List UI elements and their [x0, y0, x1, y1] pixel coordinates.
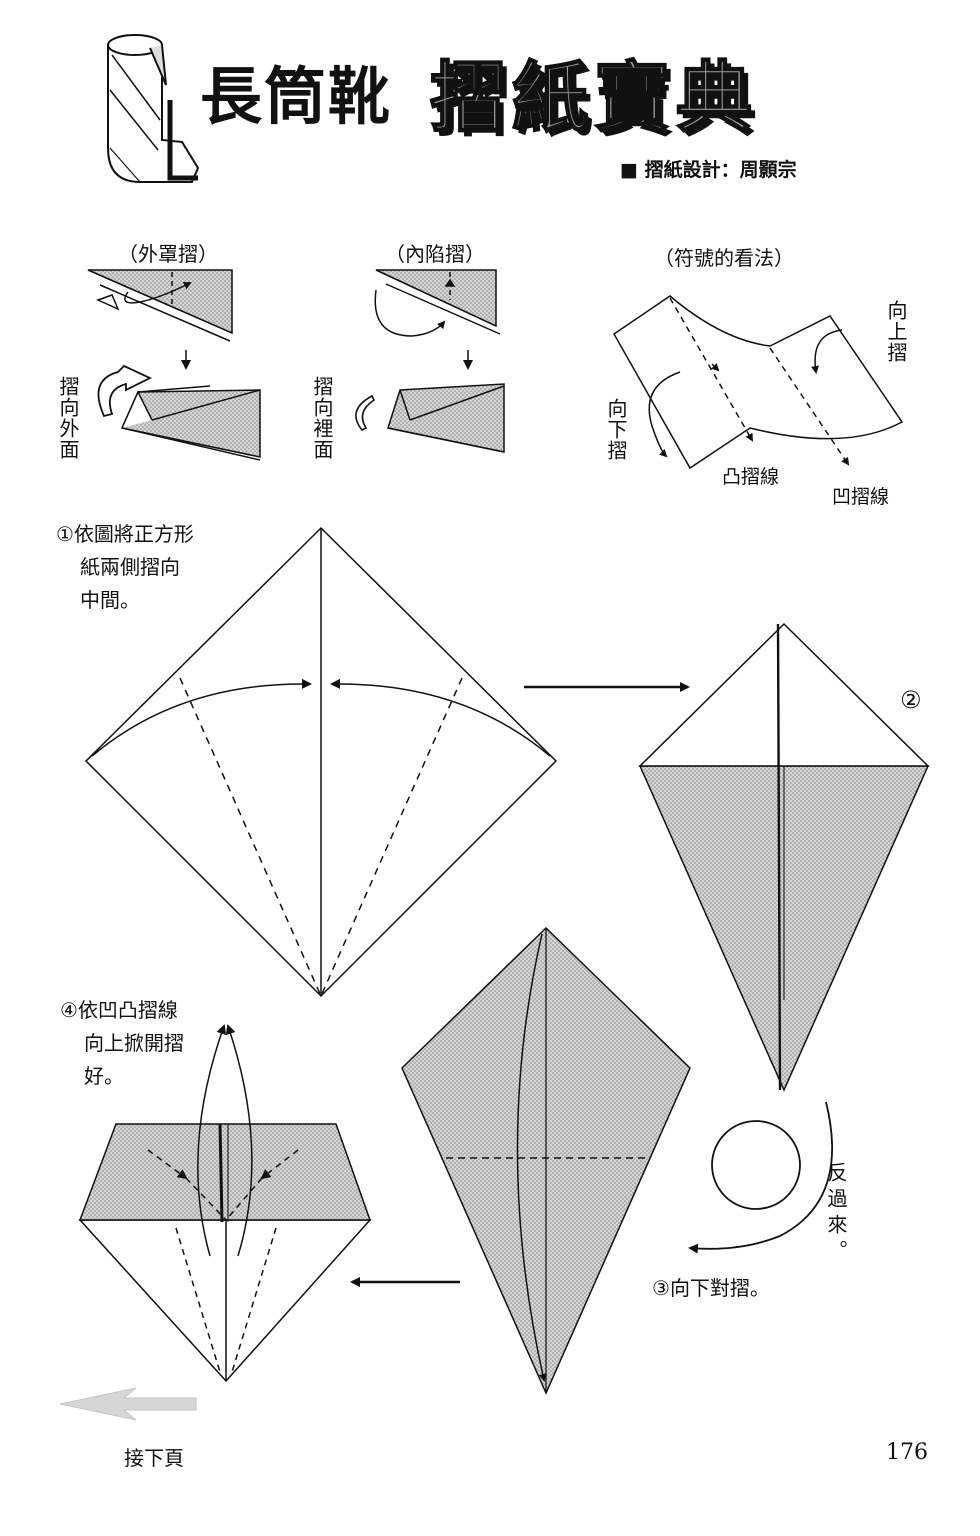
turn-over-icon — [688, 1101, 833, 1254]
next-page-label: 接下頁 — [124, 1446, 184, 1470]
step3-number: ③ — [652, 1276, 670, 1300]
step2-number: ② — [900, 686, 922, 714]
inner-fold-label: （內陷摺） — [385, 242, 485, 266]
mountain-line-label: 凸摺線 — [722, 466, 780, 488]
designer-credit: ■ 摺紙設計：周顥宗 — [620, 159, 797, 181]
inner-fold-diagram — [355, 269, 505, 453]
valley-fold-line — [769, 347, 850, 466]
boot-icon — [107, 34, 200, 183]
down-fold-label: 向下摺 — [604, 398, 628, 461]
outer-fold-diagram — [87, 269, 261, 461]
turn-over-label: 反過來。 — [824, 1162, 848, 1266]
page-number: 176 — [886, 1440, 928, 1465]
page-title: 長筒靴 — [200, 60, 393, 133]
inner-fold-direction: 摺向裡面 — [310, 376, 334, 460]
symbols-diagram — [613, 295, 904, 470]
up-fold-label: 向上摺 — [884, 300, 908, 363]
step4-diagram — [78, 1024, 372, 1383]
next-page-arrow — [59, 1387, 197, 1421]
valley-line-label: 凹摺線 — [832, 486, 890, 508]
step2-diagram — [638, 622, 930, 1092]
step3-diagram — [350, 926, 691, 1395]
step1-diagram — [84, 526, 690, 998]
step3-instruction: ③向下對摺。 — [652, 1276, 770, 1300]
brand-title: 摺紙寶典 — [429, 53, 758, 142]
step4-number: ④ — [60, 998, 78, 1022]
folded-paper — [613, 295, 904, 470]
step1-number: ① — [56, 522, 74, 546]
symbols-label: （符號的看法） — [654, 246, 794, 270]
outer-fold-label: （外罩摺） — [118, 242, 218, 266]
header-bracket — [167, 100, 198, 181]
outer-fold-direction: 摺向外面 — [56, 376, 80, 460]
step4-instruction: ④依凹凸摺線 向上掀開摺 好。 — [60, 998, 184, 1088]
step1-instruction: ①依圖將正方形 紙兩側摺向 中間。 — [56, 522, 194, 612]
